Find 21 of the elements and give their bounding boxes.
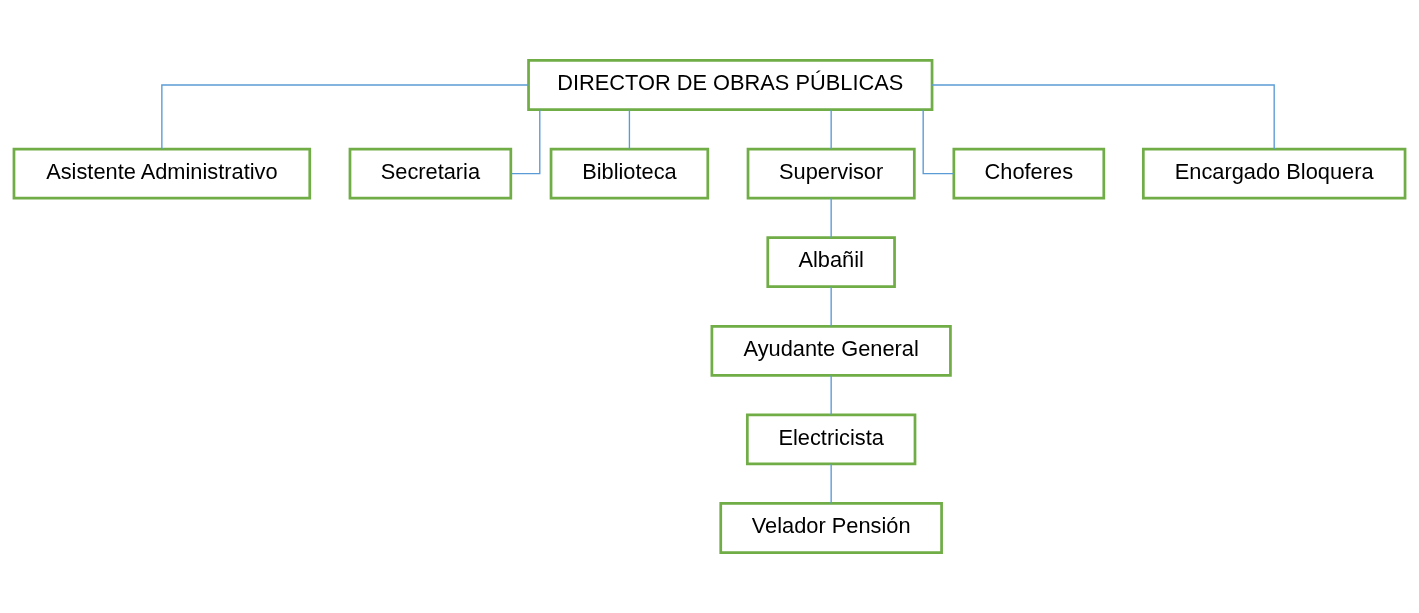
node-box: Albañil xyxy=(766,236,896,289)
connector xyxy=(830,463,832,505)
node-box: Biblioteca xyxy=(549,147,710,200)
node-box: Encargado Bloquera xyxy=(1141,147,1407,200)
connector xyxy=(510,109,541,175)
connector xyxy=(922,109,955,175)
connector xyxy=(931,84,1275,150)
node-box: Ayudante General xyxy=(710,324,952,377)
connector xyxy=(830,109,832,150)
connector xyxy=(830,374,832,416)
connector xyxy=(161,84,529,150)
connector xyxy=(830,286,832,327)
node-box: Asistente Administrativo xyxy=(12,147,312,200)
node-box: Velador Pensión xyxy=(719,502,943,554)
node-box: Supervisor xyxy=(746,147,916,200)
connector xyxy=(628,109,631,150)
node-box: Electricista xyxy=(745,413,917,466)
node-box: DIRECTOR DE OBRAS PÚBLICAS xyxy=(527,59,934,111)
connector xyxy=(830,197,832,239)
node-box: Choferes xyxy=(952,147,1106,200)
node-box: Secretaria xyxy=(348,147,513,200)
